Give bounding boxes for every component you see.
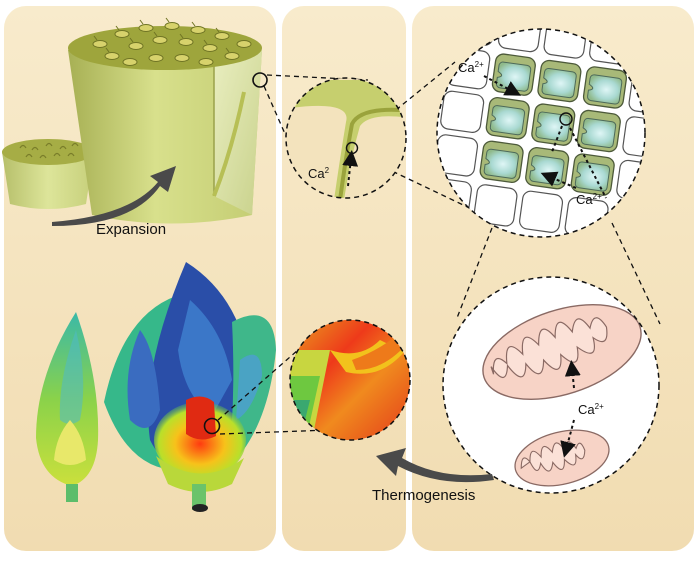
ca-label-zoom: Ca2	[308, 166, 330, 181]
bud-zoom-marker	[203, 417, 221, 435]
expansion-label: Expansion	[96, 221, 166, 238]
zoom-circle-mitochondria	[442, 276, 660, 494]
zoom-circle-receptacle	[285, 77, 407, 199]
thermogenesis-arrow	[376, 448, 494, 483]
ca-label-cells-top: Ca2+	[458, 60, 484, 75]
mito-zoom-marker	[559, 112, 573, 126]
thermal-bud-small	[36, 312, 99, 502]
receptacle-zoom-marker	[252, 72, 268, 88]
thermal-bud-large	[104, 262, 276, 512]
ca-label-cells-bottom: Ca2+	[576, 192, 602, 207]
large-receptacle	[68, 17, 268, 224]
expansion-arrow	[52, 166, 176, 226]
ca-label-mito: Ca2+	[578, 402, 604, 417]
zoom-circle-heat	[289, 319, 411, 441]
small-receptacle	[2, 139, 94, 209]
thermogenesis-label: Thermogenesis	[372, 487, 475, 504]
mitochondrion-large	[482, 303, 642, 401]
